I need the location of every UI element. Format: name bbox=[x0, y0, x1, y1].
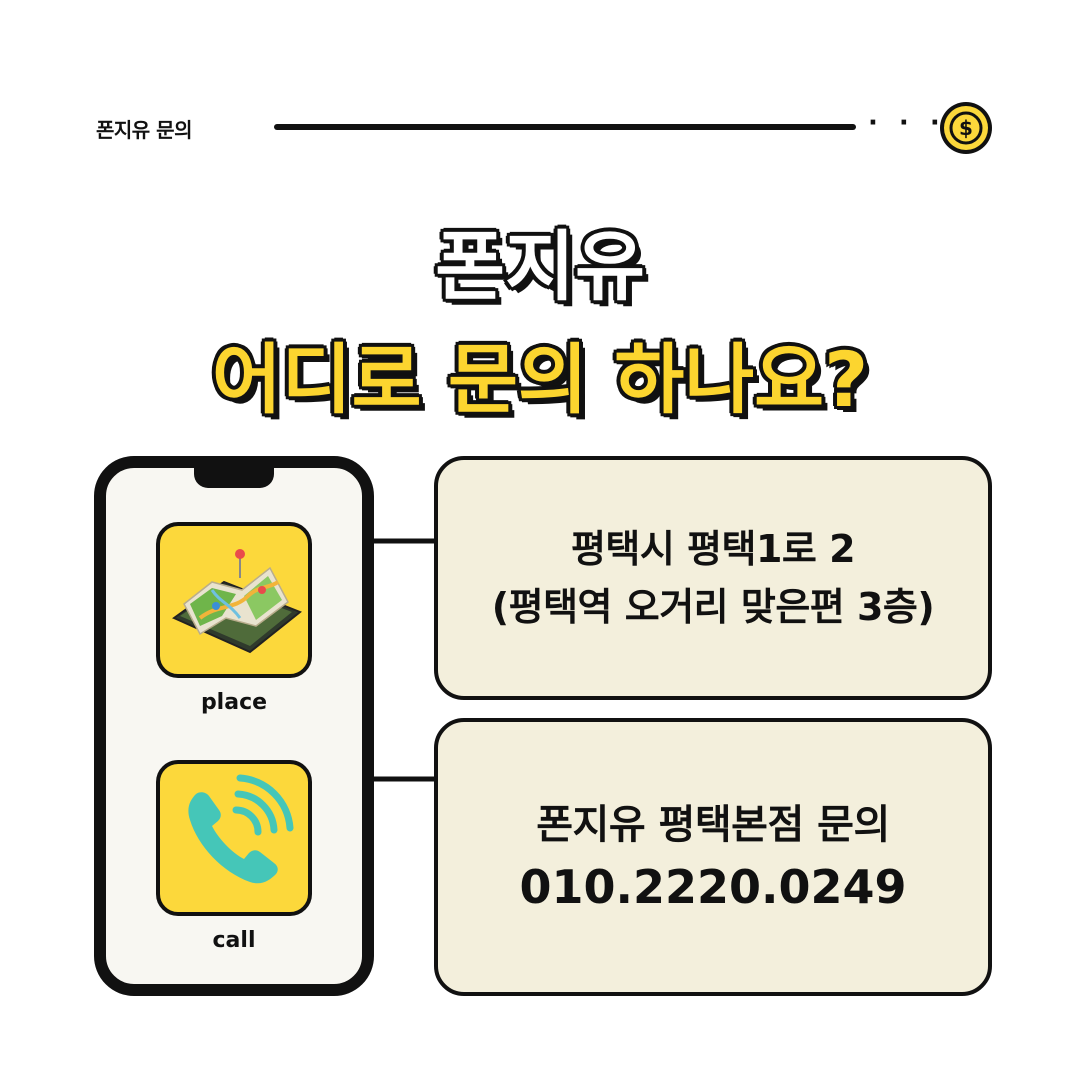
coin-symbol: $ bbox=[959, 116, 973, 140]
call-app-label: call bbox=[212, 928, 256, 953]
address-line-1: 평택시 평택1로 2 bbox=[570, 527, 856, 571]
page-title: 폰지유 bbox=[435, 222, 645, 311]
map-icon bbox=[172, 549, 302, 654]
header-label: 폰지유 문의 bbox=[96, 118, 192, 142]
call-app-button[interactable] bbox=[156, 760, 312, 916]
place-app-label: place bbox=[200, 690, 268, 715]
header-divider bbox=[274, 124, 856, 130]
phone-call-icon bbox=[188, 774, 294, 884]
place-app-button[interactable] bbox=[156, 522, 312, 678]
address-line-2: (평택역 오거리 맞은편 3층) bbox=[491, 585, 935, 629]
phone-frame: place call bbox=[94, 456, 374, 996]
phone-notch bbox=[194, 466, 274, 488]
phone-number[interactable]: 010.2220.0249 bbox=[519, 860, 907, 914]
call-box-title: 폰지유 평택본점 문의 bbox=[536, 802, 890, 848]
call-box: 폰지유 평택본점 문의 010.2220.0249 bbox=[434, 718, 992, 996]
header-dots: · · · bbox=[868, 108, 946, 138]
coin-icon: $ bbox=[940, 102, 992, 154]
page-subtitle: 어디로 문의 하나요? bbox=[211, 335, 869, 424]
address-box: 평택시 평택1로 2 (평택역 오거리 맞은편 3층) bbox=[434, 456, 992, 700]
